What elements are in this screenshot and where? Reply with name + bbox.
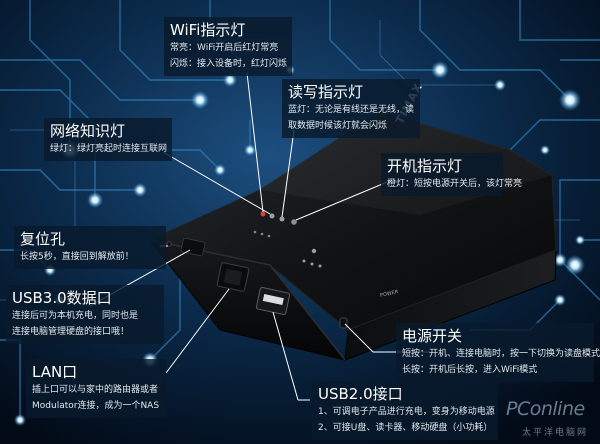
callout-title: LAN口 [32,363,78,381]
callout-title: 电源开关 [402,327,463,345]
callout-line: 常亮：WiFi开启后红灯常亮 [170,43,279,53]
callout-title: 读写指示灯 [288,83,364,101]
callout-line: 短按：开机、连接电脑时，按一下切换为读盘模式 [402,349,600,359]
callout-line: 长按：开机后长按，进入WiFi模式 [402,365,538,375]
callout-rw-indicator: 读写指示灯 蓝灯：无论是有线还是无线，读 取数据时候该灯就会闪烁 [282,79,420,138]
callout-line: 橙灯：短按电源开关后，该灯常亮 [387,179,523,189]
callout-power-switch: 电源开关 短按：开机、连接电脑时，按一下切换为读盘模式 长按：开机后长按，进入W… [396,323,600,382]
callout-wifi-indicator: WiFi指示灯 常亮：WiFi开启后红灯常亮 闪烁：接入设备时，红灯闪烁 [164,17,292,76]
callout-usb3-port: USB3.0数据口 连接后可为本机充电，同时也是 连接电脑管理硬盘的接口哦！ [6,285,164,344]
callout-title: 网络知识灯 [50,122,126,140]
callout-line: 连接后可为本机充电，同时也是 [12,311,139,321]
callout-line: 连接电脑管理硬盘的接口哦！ [12,327,130,337]
callout-title: WiFi指示灯 [170,21,246,39]
callout-title: USB3.0数据口 [12,289,112,307]
callout-line: 2、可接U盘、读卡器、移动硬盘（小功耗） [318,423,493,433]
callout-title: 复位孔 [20,230,66,248]
callout-line: 取数据时候该灯就会闪烁 [288,121,388,131]
callout-network-indicator: 网络知识灯 绿灯：绿灯亮起时连接互联网 [44,118,172,161]
callout-line: 长按5秒，直接回到解放前！ [20,252,134,262]
callout-lan-port: LAN口 插上口可以与家中的路由器或者 Modulator连接，成为一个NAS [26,359,166,418]
watermark-subtitle: 太平洋电脑网 [522,428,589,438]
callout-line: 插上口可以与家中的路由器或者 [32,385,159,395]
callout-title: USB2.0接口 [318,385,403,403]
callout-line: Modulator连接，成为一个NAS [32,401,160,411]
callout-line: 闪烁：接入设备时，红灯闪烁 [170,59,288,69]
callout-title: 开机指示灯 [387,157,463,175]
callout-usb2-port: USB2.0接口 1、可调电子产品进行充电，变身为移动电源 2、可接U盘、读卡器… [312,381,498,440]
watermark-logo: PConline [506,398,585,420]
callout-line: 蓝灯：无论是有线还是无线，读 [288,105,415,115]
callout-line: 1、可调电子产品进行充电，变身为移动电源 [318,407,495,417]
callout-reset-hole: 复位孔 长按5秒，直接回到解放前！ [14,226,166,269]
callout-line: 绿灯：绿灯亮起时连接互联网 [50,144,168,154]
callout-power-indicator: 开机指示灯 橙灯：短按电源开关后，该灯常亮 [381,153,523,196]
